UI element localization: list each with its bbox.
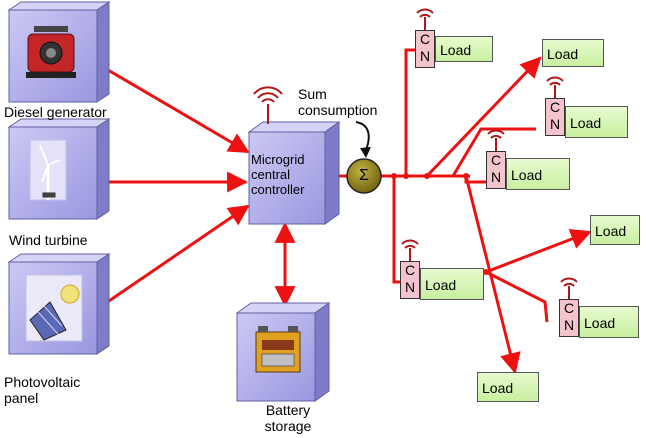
load-2: Load (542, 39, 604, 67)
bus-up-link (404, 48, 415, 176)
controller-label: Microgrid central controller (251, 152, 305, 197)
sum-node (346, 158, 382, 194)
bus-down-link (392, 176, 401, 284)
load-7: Load (579, 306, 639, 338)
cn-antenna-icon (560, 277, 578, 299)
battery-storage-node (235, 302, 331, 402)
diesel-link (107, 68, 250, 154)
diesel-generator-icon (26, 26, 76, 78)
photovoltaic-panel-node (7, 253, 111, 355)
load-1: Load (435, 36, 493, 62)
branch-load-6 (485, 228, 592, 274)
battery-storage-label: Battery storage (264, 402, 312, 434)
pv-link (105, 204, 250, 305)
branch-load-2 (425, 56, 542, 178)
cn-antennas (401, 8, 578, 299)
cn-antenna-icon (416, 8, 434, 30)
battery-icon (255, 326, 301, 373)
branch-load-3 (451, 127, 536, 177)
branch-load-7 (485, 270, 549, 323)
wind-turbine-label: Wind turbine (9, 232, 88, 248)
load-3: Load (565, 106, 628, 138)
load-4: Load (506, 158, 570, 190)
controller-node (247, 121, 341, 225)
load-6: Load (590, 215, 640, 245)
cn-antenna-icon (546, 76, 564, 98)
wind-turbine-node (7, 118, 111, 220)
solar-panel-icon (25, 274, 83, 342)
photovoltaic-panel-label: Photovoltaic panel (4, 374, 81, 406)
sum-pointer-arrow (355, 121, 370, 151)
sigma-symbol: Σ (359, 167, 369, 184)
wind-turbine-icon (29, 139, 67, 201)
sum-consumption-label: Sum consumption (298, 86, 378, 118)
diesel-generator-node (7, 1, 111, 103)
junction-dots (391, 173, 489, 275)
cn-antenna-icon (401, 239, 419, 261)
diesel-generator-label: Diesel generator (4, 104, 107, 120)
controller-antenna-icon (253, 86, 283, 124)
load-5: Load (420, 268, 484, 300)
cn-antenna-icon (487, 129, 505, 151)
load-8: Load (477, 372, 539, 402)
